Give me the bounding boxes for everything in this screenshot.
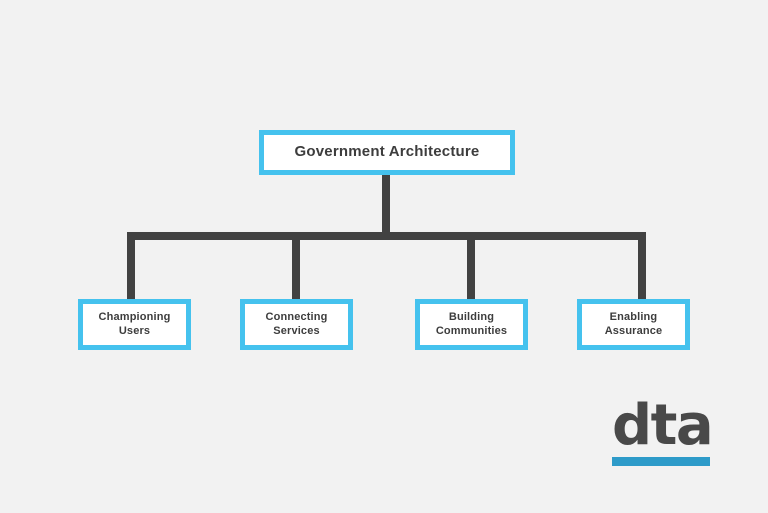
connector-drop-enabling-assurance: [638, 232, 646, 300]
node-label: Enabling Assurance: [604, 310, 663, 337]
connector-horizontal-bus: [127, 232, 646, 240]
node-building-communities[interactable]: Building Communities: [415, 299, 528, 350]
node-government-architecture[interactable]: Government Architecture: [259, 130, 515, 175]
node-label: Championing Users: [98, 310, 171, 337]
connector-drop-championing-users: [127, 232, 135, 300]
node-championing-users[interactable]: Championing Users: [78, 299, 191, 350]
dta-logo-underline: [612, 456, 710, 466]
dta-logo: dta: [612, 393, 714, 466]
node-label: Government Architecture: [294, 143, 480, 161]
dta-logo-wordmark: dta: [612, 393, 714, 458]
connector-drop-building-communities: [467, 232, 475, 300]
node-label: Connecting Services: [265, 310, 328, 337]
node-enabling-assurance[interactable]: Enabling Assurance: [577, 299, 690, 350]
node-label: Building Communities: [435, 310, 508, 337]
node-connecting-services[interactable]: Connecting Services: [240, 299, 353, 350]
connector-root-stem: [382, 174, 390, 236]
connector-drop-connecting-services: [292, 232, 300, 300]
